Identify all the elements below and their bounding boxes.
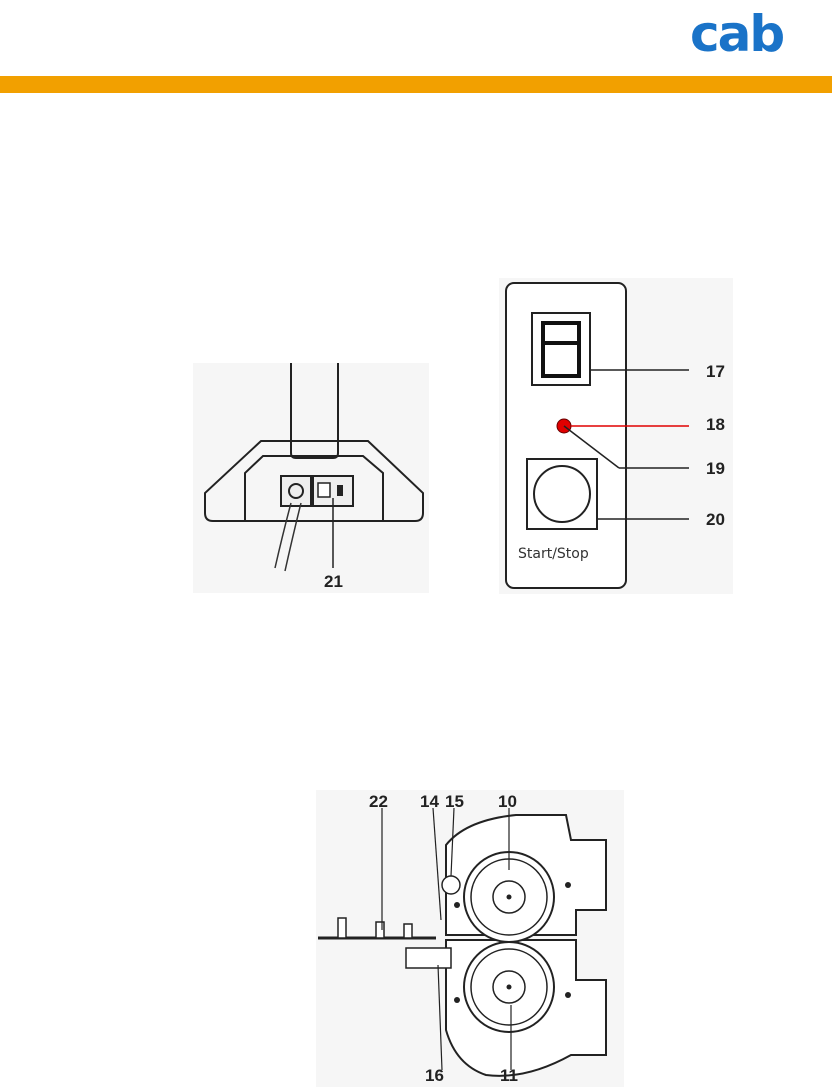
- start-stop-label: Start/Stop: [518, 546, 589, 562]
- callout-18: 18: [706, 415, 725, 435]
- callout-21: 21: [324, 572, 343, 592]
- header-accent-bar: [0, 76, 832, 93]
- power-base-drawing: [193, 363, 429, 593]
- callout-20: 20: [706, 510, 725, 530]
- callout-11: 11: [500, 1066, 518, 1086]
- cab-logo: cab: [690, 4, 830, 64]
- callout-16: 16: [425, 1066, 444, 1086]
- callout-19: 19: [706, 459, 725, 479]
- callout-10: 10: [498, 792, 517, 812]
- callout-15: 15: [445, 792, 464, 812]
- callout-17: 17: [706, 362, 725, 382]
- rollers-drawing: [316, 790, 624, 1087]
- logo-text: cab: [690, 5, 783, 63]
- callout-14: 14: [420, 792, 439, 812]
- callout-22: 22: [369, 792, 388, 812]
